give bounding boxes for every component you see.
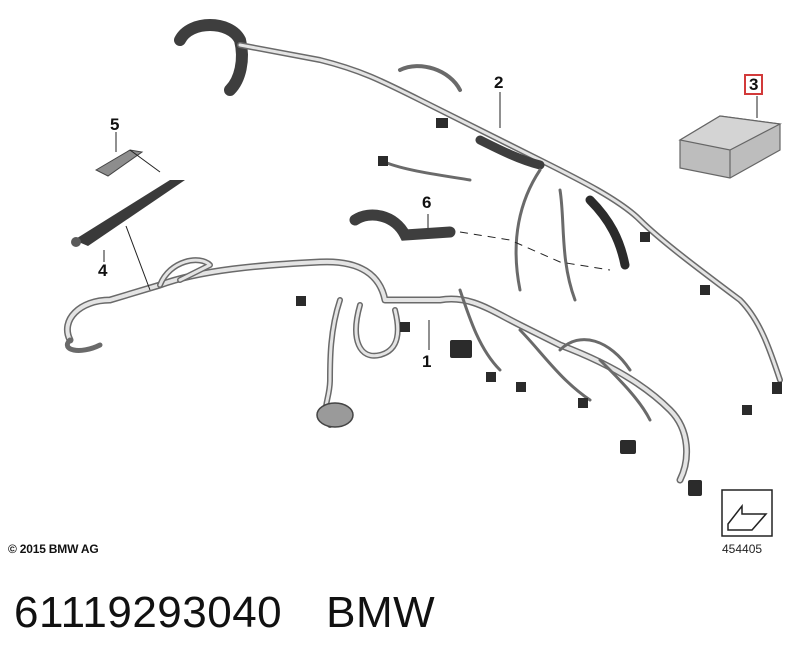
part-5-cover (94, 149, 144, 177)
callout-2: 2 (494, 73, 504, 92)
diagram-reference-number: 454405 (722, 542, 763, 556)
upper-wiring-harness (174, 19, 783, 415)
part-6-grommet (349, 209, 456, 241)
wiring-harness-illustration (64, 19, 783, 537)
callout-3-highlighted: 3 (744, 74, 764, 95)
callout-5: 5 (110, 115, 120, 134)
part-4-cable-duct (71, 180, 185, 247)
brand-name: BMW (326, 588, 436, 637)
part-number: 61119293040 (14, 588, 283, 637)
callout-1: 1 (422, 352, 432, 371)
view-direction-arrow-icon (721, 489, 773, 537)
part-3-control-unit (678, 115, 782, 179)
main-wiring-harness (64, 257, 702, 496)
copyright-notice: © 2015 BMW AG (8, 542, 99, 556)
callout-4: 4 (98, 261, 108, 280)
callout-6: 6 (422, 193, 432, 212)
part-caption: 61119293040 BMW (14, 588, 435, 638)
callout-leader-lines (103, 92, 758, 350)
